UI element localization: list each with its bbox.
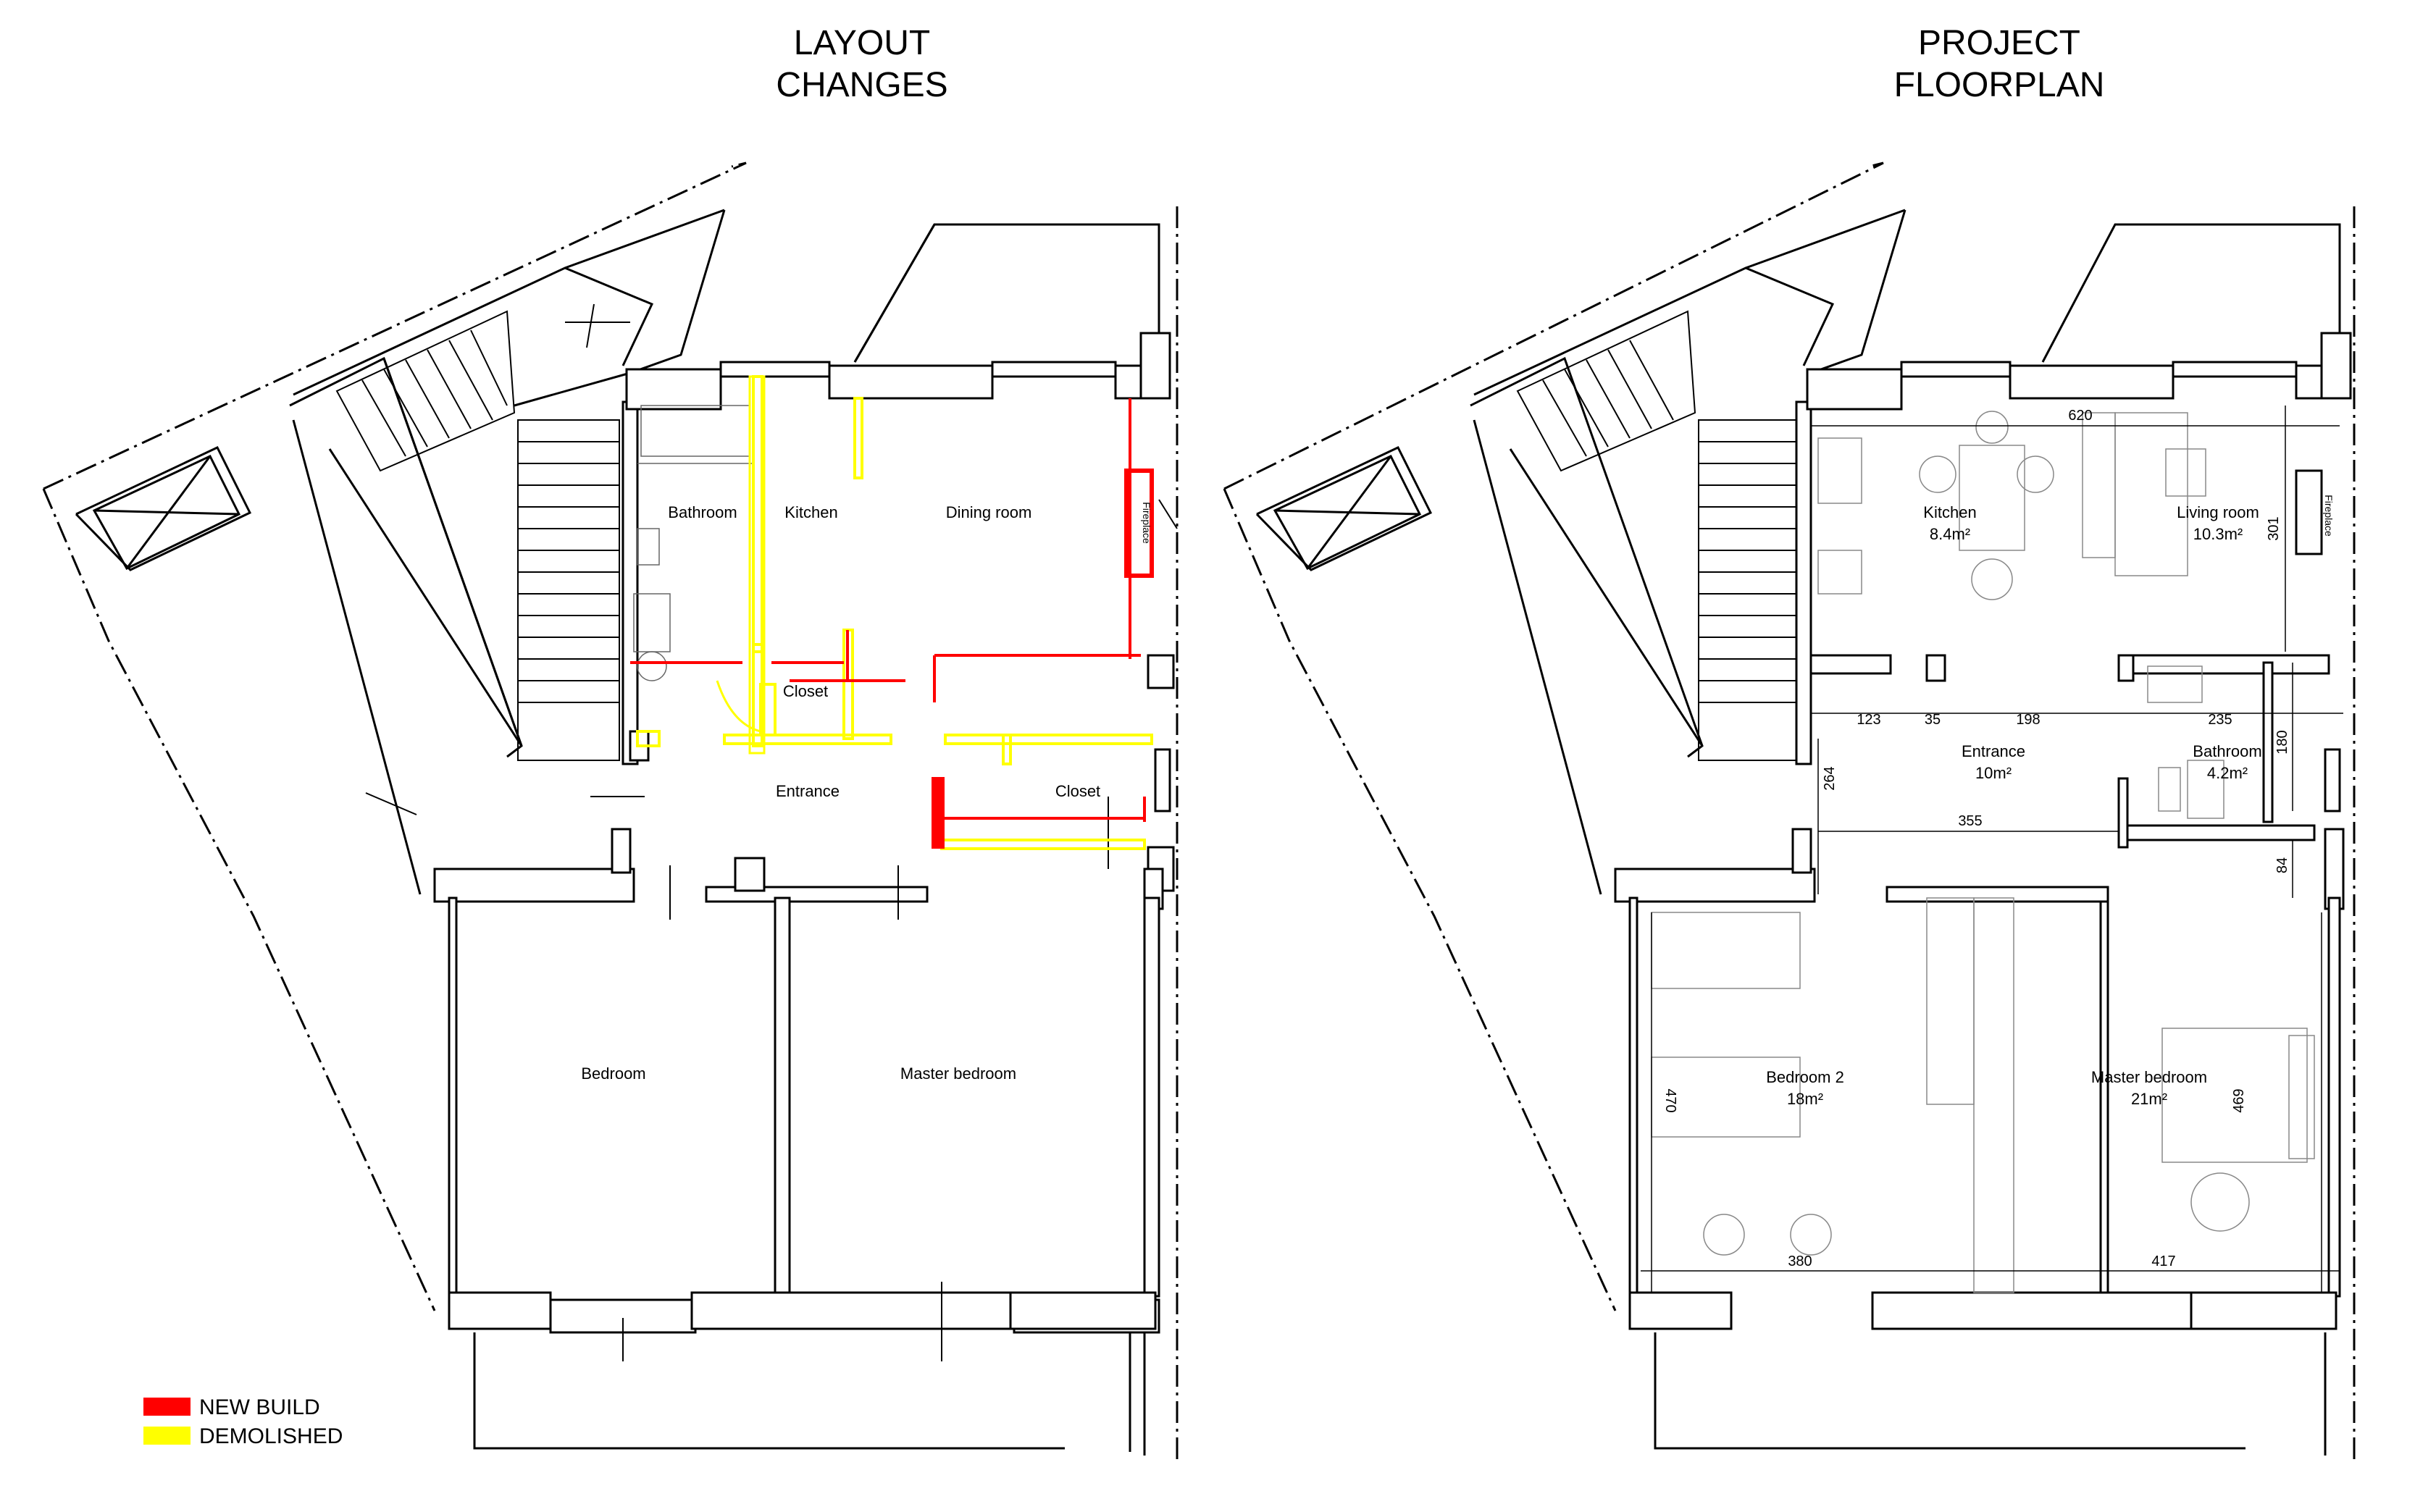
wardrobe-2 <box>1973 897 2014 1293</box>
dim-470: 470 <box>1662 1088 1678 1112</box>
kitchen-table <box>1959 445 2025 551</box>
right-floorplan <box>1223 161 2356 1459</box>
right-area-bedroom2: 18m² <box>1787 1090 1823 1108</box>
right-area-living: 10.3m² <box>2193 525 2243 543</box>
left-room-closet-1: Closet <box>783 682 828 700</box>
right-stairs <box>1516 310 1797 761</box>
right-room-bedroom2: Bedroom 2 <box>1766 1068 1844 1086</box>
left-room-dining: Dining room <box>946 503 1032 521</box>
legend: NEW BUILD DEMOLISHED <box>143 1395 343 1448</box>
right-area-master: 21m² <box>2131 1090 2167 1108</box>
washbasin <box>2147 665 2203 703</box>
dim-469: 469 <box>2231 1088 2247 1112</box>
right-area-entrance: 10m² <box>1975 764 2012 782</box>
legend-new-build-label: NEW BUILD <box>199 1395 320 1419</box>
dim-123: 123 <box>1857 712 1880 728</box>
dim-84: 84 <box>2274 857 2290 873</box>
dim-620: 620 <box>2068 408 2092 424</box>
left-floorplan <box>42 161 1179 1459</box>
legend-new-build-swatch <box>143 1398 191 1416</box>
sink-2 <box>2187 760 2224 819</box>
armchair <box>2165 448 2206 497</box>
left-room-bathroom: Bathroom <box>668 503 737 521</box>
left-demolished-walls <box>636 375 1153 850</box>
left-room-bedroom: Bedroom <box>581 1064 645 1083</box>
master-bed <box>2161 1028 2308 1163</box>
left-room-master: Master bedroom <box>900 1064 1016 1083</box>
dim-301: 301 <box>2266 516 2282 540</box>
left-bathroom-fixtures <box>633 405 750 681</box>
right-room-kitchen: Kitchen <box>1923 503 1976 521</box>
dim-198: 198 <box>2016 712 2040 728</box>
right-dimension-lines <box>1641 406 2343 1293</box>
left-window-marks <box>365 303 1178 1361</box>
toilet <box>2158 767 2181 812</box>
left-property-boundary <box>42 161 1179 1459</box>
right-area-kitchen: 8.4m² <box>1930 525 1970 543</box>
right-room-bathroom: Bathroom <box>2193 742 2261 760</box>
right-room-master: Master bedroom <box>2091 1068 2207 1086</box>
dim-417: 417 <box>2151 1253 2175 1269</box>
kitchen-stove <box>1817 437 1862 504</box>
left-fireplace-label: Fireplace <box>1141 502 1152 544</box>
dim-35: 35 <box>1925 712 1941 728</box>
left-room-kitchen: Kitchen <box>784 503 837 521</box>
left-new-walls <box>630 398 1154 849</box>
left-room-closet-2: Closet <box>1055 782 1100 800</box>
right-title-line1: PROJECT <box>1918 24 2080 62</box>
dim-180: 180 <box>2274 730 2290 754</box>
dim-355: 355 <box>1958 813 1982 829</box>
kitchen-sink <box>1817 550 1862 595</box>
right-furniture <box>1651 411 2315 1293</box>
right-title-line2: FLOORPLAN <box>1894 66 2105 104</box>
left-stairs <box>335 310 620 761</box>
right-property-boundary <box>1223 161 2356 1459</box>
dim-264: 264 <box>1822 766 1838 790</box>
right-area-bathroom: 4.2m² <box>2207 764 2248 782</box>
right-room-living: Living room <box>2177 503 2259 521</box>
dim-235: 235 <box>2208 712 2232 728</box>
left-title-line2: CHANGES <box>776 66 947 104</box>
bed-2a <box>1651 912 1801 989</box>
dim-380: 380 <box>1788 1253 1812 1269</box>
right-elevator <box>1273 455 1422 570</box>
sofa <box>2082 412 2116 558</box>
left-title-line1: LAYOUT <box>794 24 930 62</box>
sofa-2 <box>2114 412 2188 576</box>
left-elevator <box>92 455 241 570</box>
wardrobe <box>1926 897 1975 1105</box>
left-room-entrance: Entrance <box>776 782 840 800</box>
left-exterior-walls <box>75 209 1175 1456</box>
right-fireplace-label: Fireplace <box>2323 495 2335 537</box>
legend-demolished-swatch <box>143 1427 191 1445</box>
right-room-entrance: Entrance <box>1962 742 2025 760</box>
legend-demolished-label: DEMOLISHED <box>199 1424 343 1448</box>
right-exterior-walls <box>1255 209 2352 1456</box>
